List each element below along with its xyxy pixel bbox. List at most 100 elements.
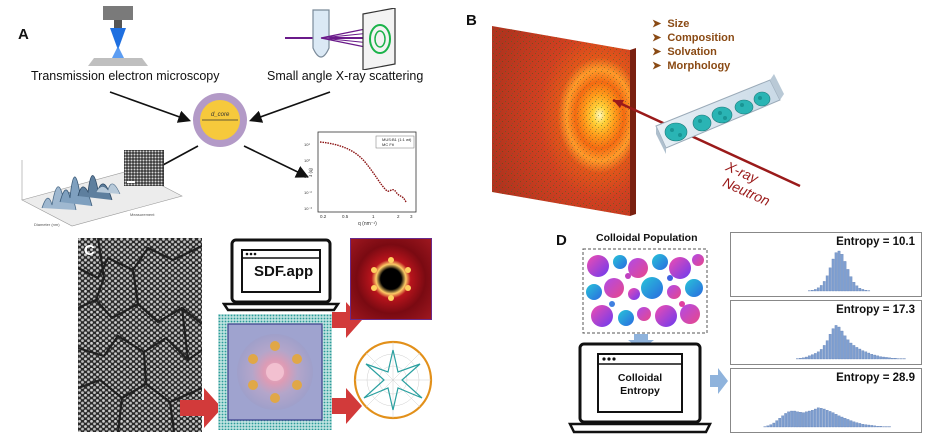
scattering-detector-illustration xyxy=(492,26,801,216)
histogram-panel-1: Entropy = 10.1 xyxy=(730,232,922,297)
colloidal-entropy-laptop-icon xyxy=(568,342,712,434)
histogram-2-svg xyxy=(796,325,906,360)
histogram-1-bar xyxy=(864,290,868,292)
histogram-1-bar xyxy=(840,254,844,292)
colloidal-population-label: Colloidal Population xyxy=(596,232,698,244)
histogram-3-bar xyxy=(864,424,868,428)
histogram-3-bar xyxy=(822,408,826,428)
histogram-1-bar xyxy=(828,267,832,292)
histogram-3-bar xyxy=(876,426,879,428)
histogram-3-bar xyxy=(849,420,853,428)
panel-c-arrows xyxy=(180,302,362,428)
histogram-2-bars xyxy=(796,325,906,360)
histogram-1-bar xyxy=(834,252,838,292)
histogram-3-bar xyxy=(873,425,876,428)
histogram-3-bar xyxy=(834,414,838,428)
histogram-3-bar xyxy=(772,422,776,428)
histogram-2-bar xyxy=(882,356,885,360)
histogram-2-bar xyxy=(894,358,897,360)
histogram-1-bar xyxy=(861,289,865,292)
tem-icon xyxy=(88,6,148,66)
histogram-2-bar xyxy=(885,357,888,360)
histogram-3-bar xyxy=(775,420,779,428)
histogram-1-bar xyxy=(822,281,826,292)
saxs-xtick-1: 0.2 xyxy=(320,214,327,219)
histogram-2-bar xyxy=(808,355,811,360)
histogram-2-bar xyxy=(828,334,832,360)
histogram-3-bar xyxy=(831,412,835,428)
histogram-2-bar xyxy=(846,339,850,360)
histogram-2-bar xyxy=(819,349,823,360)
histogram-1-bar xyxy=(825,275,829,292)
panel-b-letter: B xyxy=(466,12,477,29)
histogram-2-bar xyxy=(870,354,874,360)
histogram-3-bar xyxy=(837,415,841,428)
histogram-2-bar xyxy=(861,350,865,360)
histogram-3-svg xyxy=(763,407,891,428)
property-item-solvation: ➤ Solvation xyxy=(652,46,717,58)
histogram-3-bar xyxy=(813,408,817,428)
histogram-1-svg xyxy=(808,250,871,292)
saxs-curve-plot: MUS:B1 (1:1 wt) MC Fit 0.2 0.5 1 2 3 q (… xyxy=(304,131,417,227)
histogram-3-bar xyxy=(811,410,814,428)
histogram-2-bar xyxy=(811,354,814,360)
tem-superlattice-image xyxy=(78,238,202,432)
histogram-1-bar xyxy=(852,282,856,292)
histogram-2-bar xyxy=(858,348,862,360)
histogram-3-bar xyxy=(858,423,862,428)
sdf-app-label: SDF.app xyxy=(254,263,314,280)
histogram-1-bar xyxy=(813,289,817,292)
histogram-1-bars xyxy=(808,250,871,292)
histogram-2-bar xyxy=(831,328,835,360)
histogram-3-bar xyxy=(819,408,823,428)
histogram-3-bar xyxy=(861,424,865,428)
panel-a-letter: A xyxy=(18,26,29,43)
population-down-arrow xyxy=(628,334,654,350)
histogram-2-bar xyxy=(816,351,820,360)
histogram-3-bar xyxy=(793,410,796,428)
saxs-ytick-5: 10⁻³ xyxy=(304,206,313,211)
saxs-ytick-3: 10⁻¹ xyxy=(304,174,313,179)
sdf-heatmap xyxy=(350,238,432,320)
colloidal-population-image xyxy=(582,248,708,334)
histogram-2-bar xyxy=(843,335,847,360)
polar-order-plot xyxy=(353,340,433,420)
histogram-1-bar xyxy=(811,290,814,292)
saxs-ytick-2: 10⁰ xyxy=(304,158,310,163)
panel-c-letter: C xyxy=(84,242,95,259)
histogram-3-bar xyxy=(787,411,790,428)
saxs-icon xyxy=(285,8,396,70)
histogram-3-bar xyxy=(879,426,882,428)
histogram-2-bar xyxy=(867,352,871,360)
property-item-composition: ➤ Composition xyxy=(652,32,735,44)
saxs-xtick-4: 2 xyxy=(397,214,400,219)
panel-a-arrows xyxy=(109,91,331,178)
colloidal-entropy-app-label: Colloidal Entropy xyxy=(598,372,682,398)
histogram-1-bar xyxy=(846,269,850,292)
histogram-3-bar xyxy=(769,424,773,428)
histogram-3-bar xyxy=(870,425,874,428)
histogram-2-bar xyxy=(852,345,856,360)
histogram-2-bar xyxy=(873,354,876,360)
histogram-2-bar xyxy=(876,355,879,360)
histogram-panel-2: Entropy = 17.3 xyxy=(730,300,922,365)
colloidal-entropy-label-line2: Entropy xyxy=(620,385,660,397)
histogram-3-bar xyxy=(802,412,805,428)
histogram-1-bar xyxy=(855,285,859,292)
entropy-right-arrow xyxy=(710,368,728,394)
histogram-2-bar xyxy=(822,345,826,360)
entropy-label-3: Entropy = 28.9 xyxy=(836,372,915,384)
histogram-3-bar xyxy=(805,411,808,428)
histogram-2-bar xyxy=(840,330,844,360)
saxs-xtick-3: 1 xyxy=(372,214,375,219)
histogram-2-bar xyxy=(825,340,829,360)
particle-coordinate-map xyxy=(218,314,332,430)
histogram-panel-3: Entropy = 28.9 xyxy=(730,368,922,433)
tem-label: Transmission electron microscopy xyxy=(31,69,220,83)
entropy-label-1: Entropy = 10.1 xyxy=(836,236,915,248)
saxs-legend-data: MUS:B1 (1:1 wt) xyxy=(382,137,412,142)
surface-axis-label-measurement: Measurement xyxy=(130,212,155,217)
histogram-2-bar xyxy=(799,358,802,360)
histogram-2-bar xyxy=(802,357,805,360)
histogram-3-bar xyxy=(778,418,782,428)
